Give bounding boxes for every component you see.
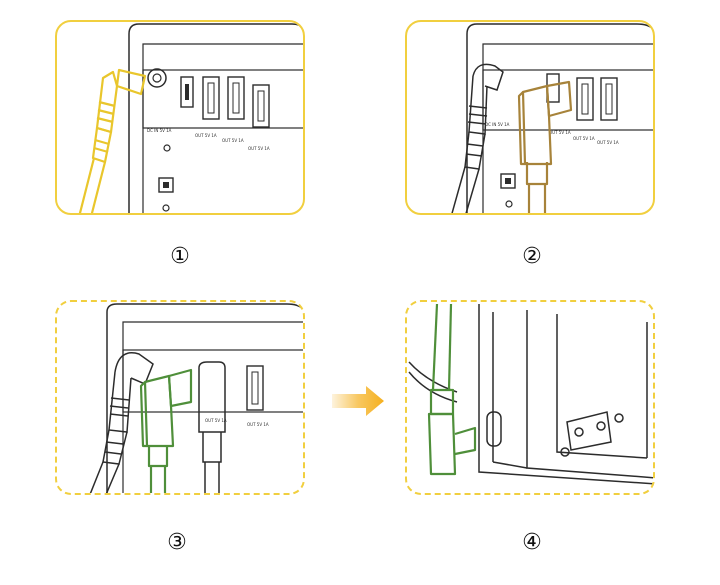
port-label-out-1: OUT 5V 1A bbox=[549, 130, 571, 135]
step-1-illustration: DC IN 5V 1A OUT 5V 1A OUT 5V 1A OUT 5V 1… bbox=[78, 23, 303, 213]
port-label-dc-in: DC IN 5V 1A bbox=[147, 128, 172, 133]
step-2-number: ② bbox=[522, 244, 542, 269]
step-3-panel: OUT 5V 1A OUT 5V 1A bbox=[55, 300, 305, 495]
port-label-out-3: OUT 5V 1A bbox=[248, 146, 270, 151]
step-3-number: ③ bbox=[167, 530, 187, 555]
step-1-number: ① bbox=[170, 244, 190, 269]
port-label-out-2: OUT 5V 1A bbox=[573, 136, 595, 141]
step-4-panel bbox=[405, 300, 655, 495]
port-label-out-1: OUT 5V 1A bbox=[195, 133, 217, 138]
step-4-number: ④ bbox=[522, 530, 542, 555]
step-2-panel: DC IN 5V 1A OUT 5V 1A OUT 5V 1A OUT 5V 1… bbox=[405, 20, 655, 215]
port-label-dc-in: DC IN 5V 1A bbox=[485, 122, 510, 127]
step-4-illustration bbox=[408, 303, 653, 485]
step-3-illustration: OUT 5V 1A OUT 5V 1A bbox=[89, 303, 303, 493]
port-label-out-2: OUT 5V 1A bbox=[205, 418, 227, 423]
step-1-panel: DC IN 5V 1A OUT 5V 1A OUT 5V 1A OUT 5V 1… bbox=[55, 20, 305, 215]
step-2-illustration: DC IN 5V 1A OUT 5V 1A OUT 5V 1A OUT 5V 1… bbox=[451, 23, 653, 213]
right-arrow-icon bbox=[332, 386, 384, 416]
port-label-out-3: OUT 5V 1A bbox=[247, 422, 269, 427]
port-label-out-2: OUT 5V 1A bbox=[222, 138, 244, 143]
port-label-out-3: OUT 5V 1A bbox=[597, 140, 619, 145]
